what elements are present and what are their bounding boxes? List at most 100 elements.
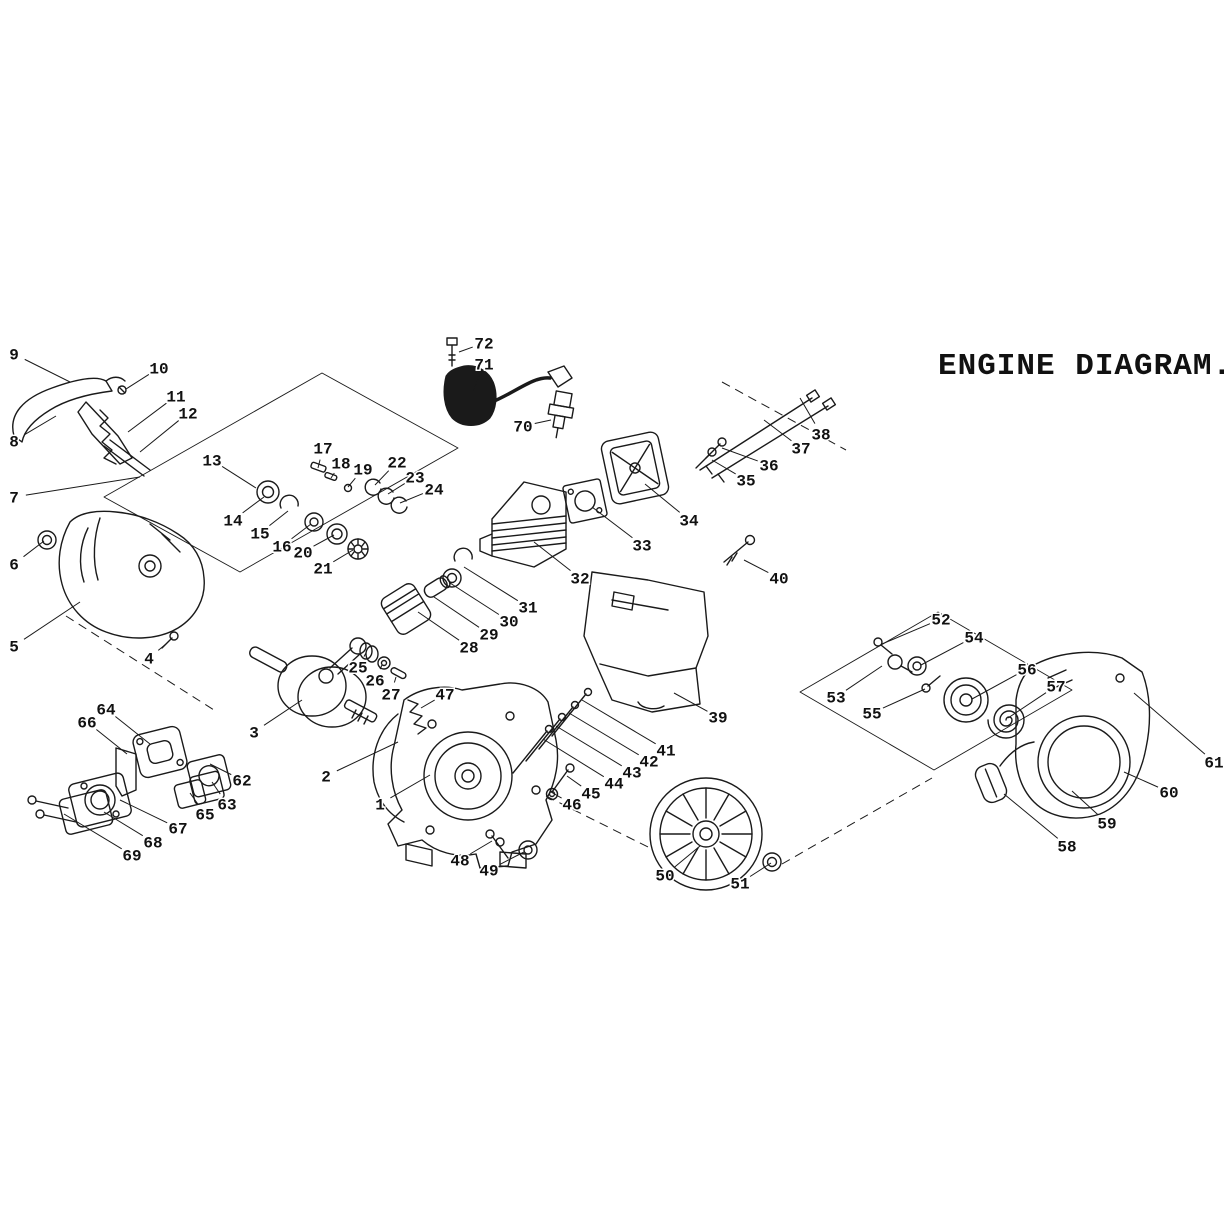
- key-18: [324, 471, 338, 482]
- group-outlines: [103, 372, 1073, 771]
- leader-line-22: [374, 470, 390, 486]
- part-label-15: 15: [250, 526, 269, 544]
- crank-stub-left: [249, 646, 288, 673]
- leader-line-49: [499, 851, 525, 865]
- leader-line-58: [1003, 793, 1059, 839]
- leader-line-57: [1007, 692, 1047, 719]
- wrist-pin-29: [423, 577, 448, 598]
- recoil-spring-57: [987, 704, 1025, 739]
- leader-line-55: [882, 688, 926, 709]
- leader-line-6: [23, 540, 45, 558]
- leader-line-71: [472, 374, 481, 393]
- leader-line-41: [581, 699, 656, 745]
- stud-42: [538, 706, 574, 750]
- part-label-50: 50: [655, 868, 674, 886]
- cylinder-port: [479, 533, 493, 557]
- bolt-40: [723, 534, 756, 566]
- part-label-16: 16: [272, 539, 291, 557]
- leader-line-61: [1133, 692, 1206, 755]
- pin-27: [390, 667, 407, 680]
- leader-line-12: [139, 420, 180, 453]
- screw-48: [491, 835, 509, 859]
- bearing-20: [326, 523, 348, 545]
- leader-line-51: [749, 862, 772, 877]
- part-label-51: 51: [730, 876, 749, 894]
- ignition-coil: [443, 365, 497, 426]
- stud-43: [525, 718, 561, 762]
- starter-rope: [999, 741, 1035, 767]
- engine-shroud: [583, 571, 709, 713]
- part-label-7: 7: [9, 490, 19, 508]
- part-label-3: 3: [249, 725, 259, 743]
- part-label-64: 64: [96, 702, 116, 720]
- part-label-56: 56: [1017, 662, 1036, 680]
- circlip-15: [279, 494, 299, 509]
- leader-line-53: [845, 665, 883, 691]
- part-label-33: 33: [632, 538, 651, 556]
- leader-line-7: [25, 476, 141, 496]
- part-label-29: 29: [479, 627, 498, 645]
- part-label-24: 24: [424, 482, 444, 500]
- part-label-52: 52: [931, 612, 950, 630]
- muffler-fasteners: [695, 389, 837, 483]
- part-label-31: 31: [518, 600, 537, 618]
- leader-line-35: [711, 459, 736, 475]
- pin-19: [343, 483, 353, 493]
- leader-line-24: [399, 493, 424, 504]
- part-label-38: 38: [811, 427, 830, 445]
- piston-rings: [364, 478, 408, 514]
- part-label-67: 67: [168, 821, 187, 839]
- leader-line-15: [269, 510, 289, 526]
- part-label-1: 1: [375, 797, 385, 815]
- leader-line-43: [555, 725, 622, 767]
- bearing-25: [359, 642, 373, 660]
- part-label-6: 6: [9, 557, 19, 575]
- ring-24: [390, 496, 408, 514]
- piston-28: [380, 583, 432, 635]
- screw-45: [551, 769, 569, 793]
- leader-line-45: [566, 775, 582, 787]
- crank-seal-bearing-row: [256, 461, 369, 560]
- part-label-9: 9: [9, 347, 19, 365]
- handle-end-cap: [105, 376, 126, 382]
- part-label-25: 25: [348, 660, 367, 678]
- part-label-66: 66: [77, 715, 96, 733]
- diagram-title: ENGINE DIAGRAM.: [938, 349, 1231, 384]
- leader-line-13: [221, 466, 257, 489]
- leader-line-19: [347, 477, 356, 488]
- leader-line-4: [157, 643, 167, 651]
- part-label-17: 17: [313, 441, 332, 459]
- leader-line-31: [463, 566, 519, 602]
- spark-plug: [547, 390, 575, 439]
- leader-line-54: [920, 642, 964, 666]
- washer-54: [907, 656, 927, 676]
- rope-pulley-56: [943, 677, 989, 723]
- leader-line-66: [96, 729, 128, 755]
- throttle-cable: [109, 439, 151, 471]
- starter-recess-59: [1037, 715, 1131, 809]
- crankcase-half-2: [372, 713, 405, 823]
- part-label-41: 41: [656, 743, 675, 761]
- leader-line-20: [313, 534, 335, 547]
- leader-line-3: [263, 699, 303, 726]
- leader-line-44: [542, 738, 605, 778]
- leader-line-59: [1071, 790, 1099, 816]
- leader-line-37: [763, 419, 792, 442]
- flywheel-nut-51: [762, 852, 782, 872]
- leader-line-39: [673, 692, 708, 712]
- leader-line-50: [673, 845, 701, 868]
- cylinder: [479, 481, 567, 568]
- leader-line-25: [363, 652, 367, 657]
- gasket-65: [173, 779, 207, 809]
- part-label-13: 13: [202, 453, 221, 471]
- plug-hole: [531, 495, 551, 515]
- leader-line-5: [23, 601, 81, 640]
- part-label-53: 53: [826, 690, 845, 708]
- spacer-62: [186, 754, 232, 798]
- part-label-65: 65: [195, 807, 214, 825]
- leader-line-36: [721, 447, 758, 462]
- leader-line-40: [743, 559, 769, 573]
- part-label-19: 19: [353, 462, 372, 480]
- part-label-57: 57: [1046, 679, 1065, 697]
